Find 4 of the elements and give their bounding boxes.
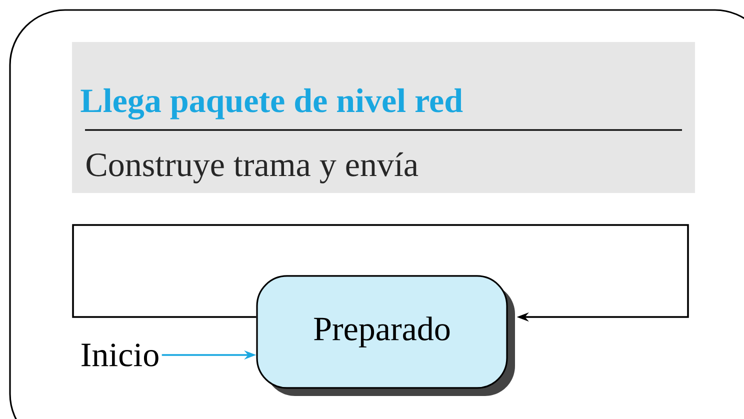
start-label: Inicio [82,344,158,366]
state-box: Preparado [256,275,515,396]
loop-arrow [72,224,689,322]
text-box: Llega paquete de nivel red Construye trama y envía [72,42,695,193]
